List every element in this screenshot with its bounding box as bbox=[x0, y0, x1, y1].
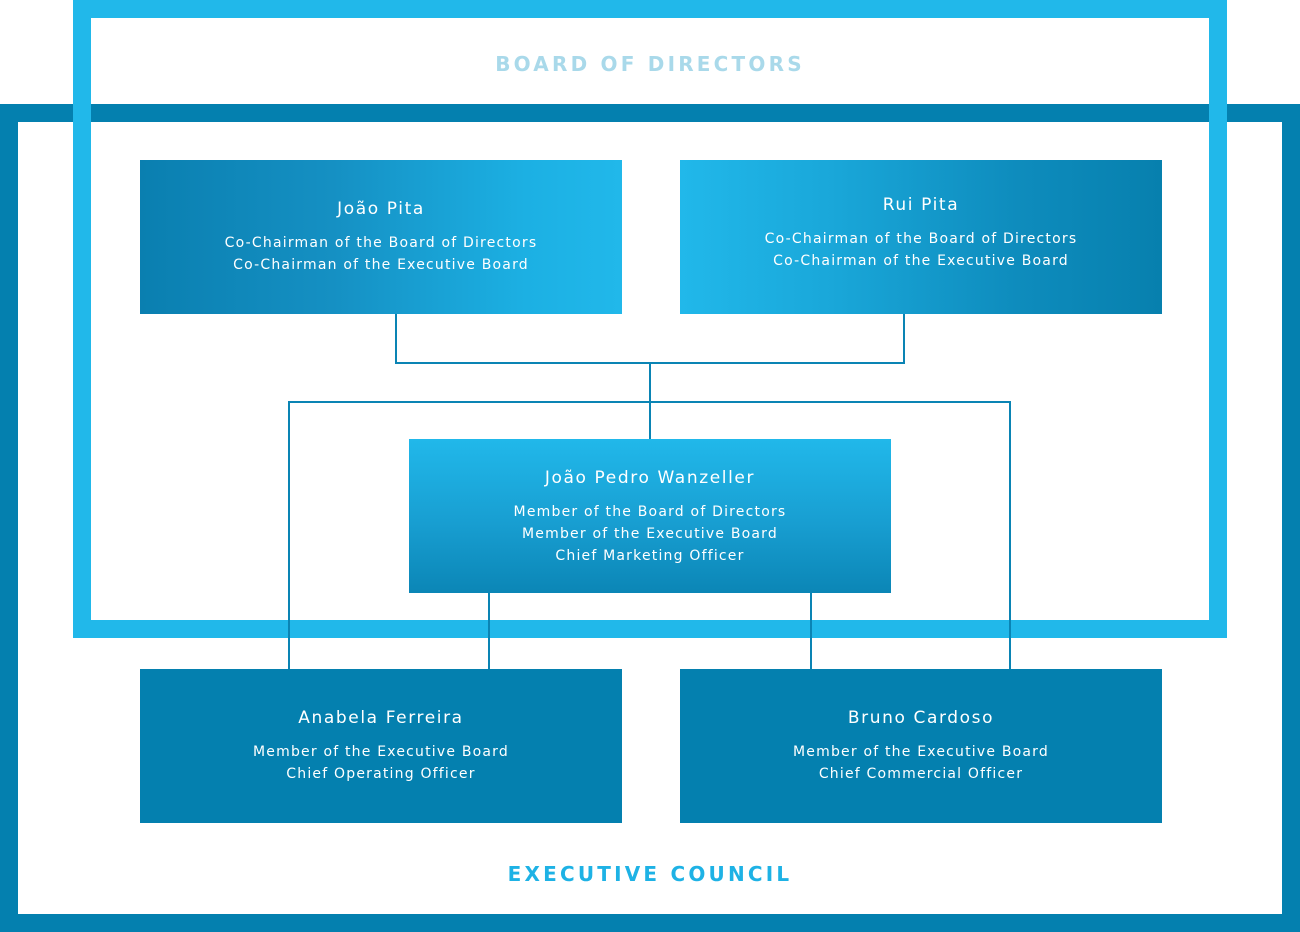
person-role: Chief Operating Officer bbox=[286, 766, 476, 782]
person-card-anabela-ferreira: Anabela Ferreira Member of the Executive… bbox=[140, 669, 622, 823]
person-role: Member of the Executive Board bbox=[793, 744, 1049, 760]
executive-council-frame bbox=[0, 104, 1300, 932]
person-name: Bruno Cardoso bbox=[847, 708, 995, 728]
person-name: Rui Pita bbox=[882, 195, 960, 215]
connector-rui-pita bbox=[650, 314, 905, 364]
person-card-bruno-cardoso: Bruno Cardoso Member of the Executive Bo… bbox=[680, 669, 1162, 823]
person-role: Chief Marketing Officer bbox=[555, 548, 745, 564]
person-name: João Pedro Wanzeller bbox=[544, 468, 756, 488]
person-role: Co-Chairman of the Board of Directors bbox=[764, 231, 1078, 247]
person-role: Member of the Executive Board bbox=[253, 744, 509, 760]
person-role: Co-Chairman of the Executive Board bbox=[773, 253, 1069, 269]
person-role: Chief Commercial Officer bbox=[818, 766, 1024, 782]
person-role: Member of the Board of Directors bbox=[513, 504, 787, 520]
person-card-joao-pita: João Pita Co-Chairman of the Board of Di… bbox=[140, 160, 622, 314]
person-role: Co-Chairman of the Executive Board bbox=[233, 257, 529, 273]
connector-joao-pita bbox=[395, 314, 650, 364]
executive-council-title: EXECUTIVE COUNCIL bbox=[507, 862, 793, 886]
person-role: Co-Chairman of the Board of Directors bbox=[224, 235, 538, 251]
person-card-joao-pedro-wanzeller: João Pedro Wanzeller Member of the Board… bbox=[409, 439, 891, 593]
board-of-directors-frame bbox=[73, 0, 1227, 638]
board-of-directors-title: BOARD OF DIRECTORS bbox=[495, 52, 805, 76]
connector-outer-right bbox=[650, 401, 1011, 669]
person-card-rui-pita: Rui Pita Co-Chairman of the Board of Dir… bbox=[680, 160, 1162, 314]
person-name: Anabela Ferreira bbox=[298, 708, 464, 728]
connector-outer-left bbox=[288, 401, 650, 669]
person-name: João Pita bbox=[337, 199, 425, 219]
person-role: Member of the Executive Board bbox=[522, 526, 778, 542]
